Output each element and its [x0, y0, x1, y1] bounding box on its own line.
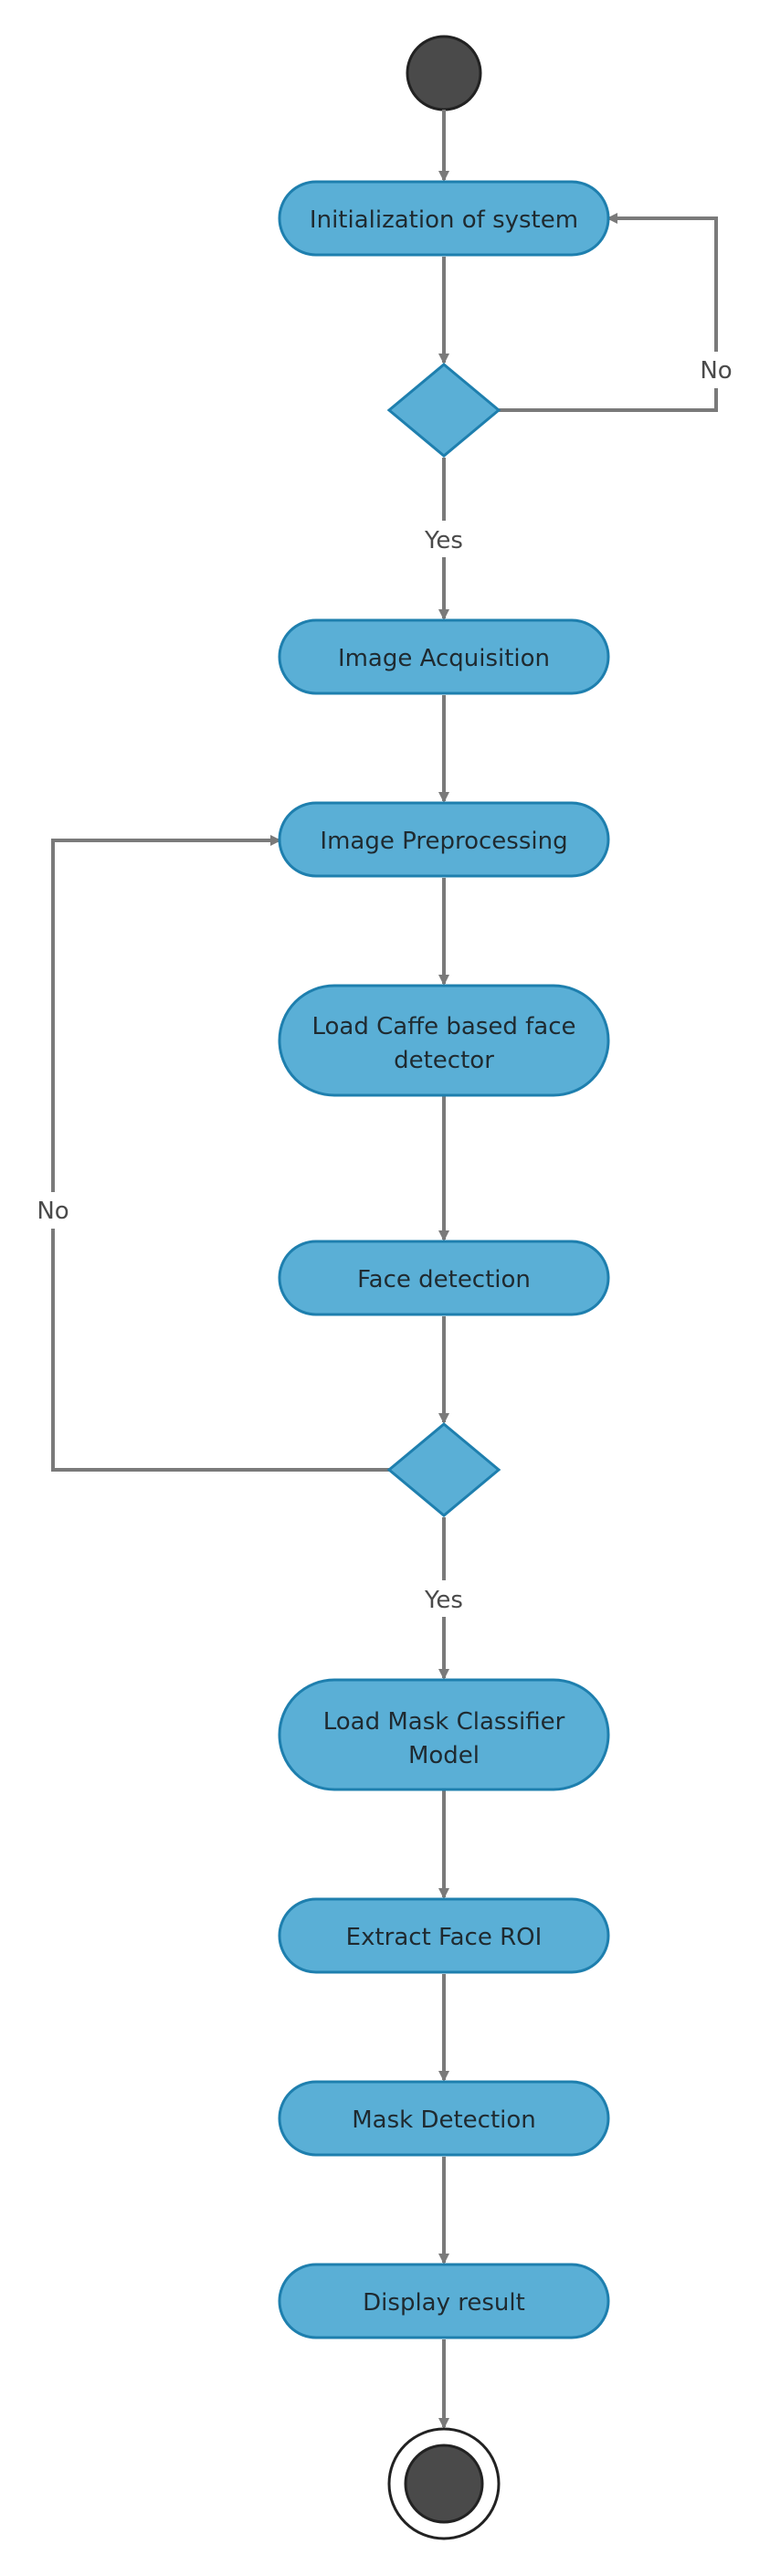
end-node: [387, 2427, 501, 2540]
edges: [51, 110, 718, 2429]
node-load-caffe-detector: Load Caffe based face detector: [278, 984, 610, 1097]
node-image-preprocessing: Image Preprocessing: [278, 801, 610, 878]
node-extract-face-roi-label: Extract Face ROI: [346, 1924, 543, 1951]
node-face-detection-label: Face detection: [357, 1266, 531, 1293]
edge-decision2-no-loop: [51, 835, 389, 1472]
edge-label-decision1-no: No: [700, 357, 732, 385]
node-display-result: Display result: [278, 2263, 610, 2339]
node-mask-detection: Mask Detection: [278, 2080, 610, 2157]
node-load-mask-classifier: Load Mask Classifier Model: [278, 1678, 610, 1791]
edge-label-decision2-no: No: [37, 1198, 69, 1225]
start-node: [406, 35, 482, 111]
edge-label-decision1-yes: Yes: [424, 527, 463, 554]
edge-label-decision2-yes: Yes: [424, 1587, 463, 1614]
edge-decision1-no-loop: [499, 213, 718, 412]
decision-node-1: [386, 363, 501, 458]
node-image-preprocessing-label: Image Preprocessing: [320, 828, 567, 855]
node-face-detection: Face detection: [278, 1240, 610, 1316]
node-load-mask-label-line1: Load Mask Classifier: [323, 1708, 565, 1736]
node-load-caffe-label-line1: Load Caffe based face: [311, 1013, 575, 1040]
node-init-label: Initialization of system: [310, 206, 578, 234]
node-mask-detection-label: Mask Detection: [352, 2106, 536, 2134]
node-image-acquisition-label: Image Acquisition: [338, 645, 550, 672]
decision-node-2: [386, 1422, 501, 1517]
node-load-caffe-label-line2: detector: [394, 1047, 494, 1074]
node-display-result-label: Display result: [363, 2289, 525, 2317]
node-image-acquisition: Image Acquisition: [278, 618, 610, 695]
node-extract-face-roi: Extract Face ROI: [278, 1897, 610, 1974]
node-init: Initialization of system: [278, 180, 610, 257]
node-load-mask-label-line2: Model: [408, 1742, 480, 1769]
